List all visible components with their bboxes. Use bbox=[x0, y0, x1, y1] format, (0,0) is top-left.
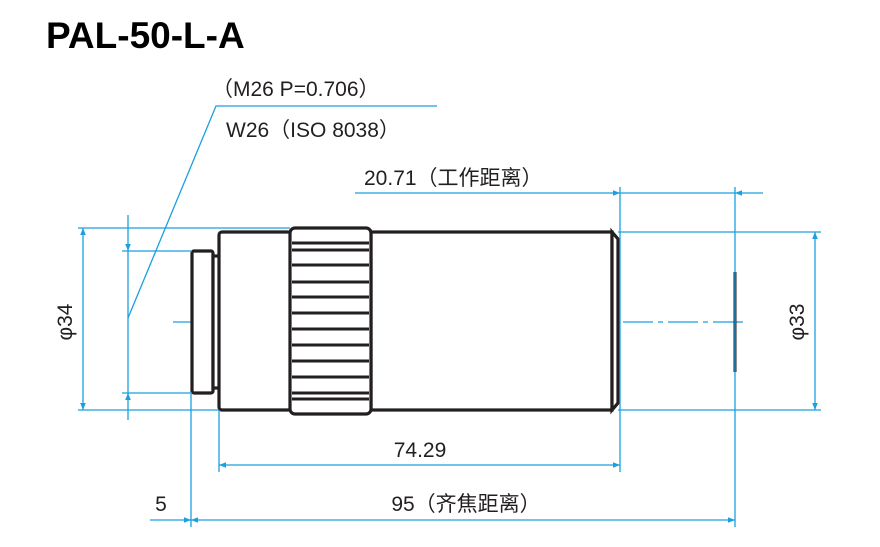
body-length-dimension: 74.29 bbox=[218, 410, 620, 472]
parfocal-distance-dimension: 95（齐焦距离） 5 bbox=[150, 393, 735, 527]
diameter-34-label: φ34 bbox=[54, 303, 77, 340]
diameter-33-label: φ33 bbox=[786, 304, 809, 341]
working-distance-label: 20.71（工作距离） bbox=[364, 167, 543, 190]
flange-offset-label: 5 bbox=[155, 493, 167, 516]
working-distance-dimension: 20.71（工作距离） bbox=[355, 167, 763, 527]
objective-lens-outline bbox=[190, 226, 620, 416]
thread-diameter-dimension bbox=[122, 215, 192, 420]
thread-spec-rms: W26（ISO 8038） bbox=[226, 119, 400, 142]
thread-spec-metric: （M26 P=0.706） bbox=[212, 78, 380, 101]
thread-leader-line bbox=[127, 105, 437, 319]
body-length-label: 74.29 bbox=[394, 439, 447, 462]
diameter-33-dimension: φ33 bbox=[618, 231, 821, 411]
parfocal-distance-label: 95（齐焦距离） bbox=[391, 493, 540, 516]
diameter-34-dimension: φ34 bbox=[54, 227, 290, 411]
model-title: PAL-50-L-A bbox=[46, 15, 245, 56]
